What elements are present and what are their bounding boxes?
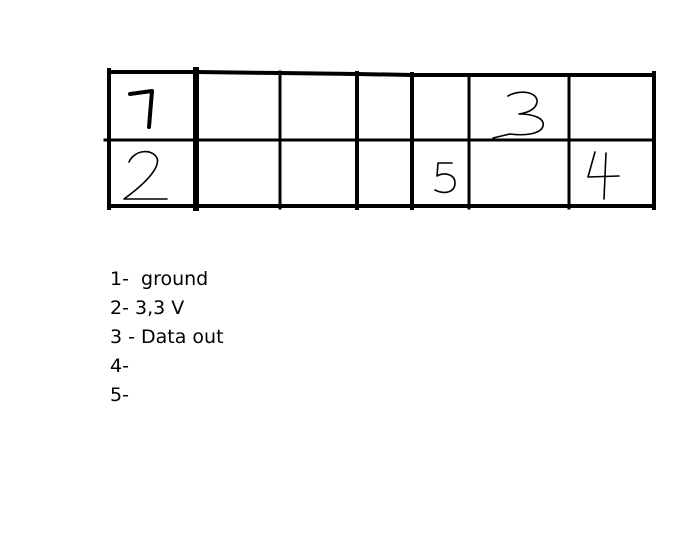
pin-4-label: 4 [587, 151, 620, 200]
pin-1-label: 1 [128, 89, 154, 129]
grid-top-line [107, 70, 656, 77]
pin-5-label: 5 [434, 162, 456, 194]
pin-2-label: 2 [123, 150, 168, 200]
legend-item-3: 3 - Data out [110, 326, 224, 348]
pin-3-label: 3 [492, 91, 544, 139]
legend-item-2: 2- 3,3 V [110, 297, 185, 319]
legend-item-4: 4- [110, 355, 129, 377]
pin-diagram: 1 2 3 4 5 [103, 67, 656, 211]
legend-item-5: 5- [110, 384, 129, 406]
pin-legend: 1- ground 2- 3,3 V 3 - Data out 4- 5- [110, 265, 224, 410]
legend-item-1: 1- ground [110, 268, 209, 290]
